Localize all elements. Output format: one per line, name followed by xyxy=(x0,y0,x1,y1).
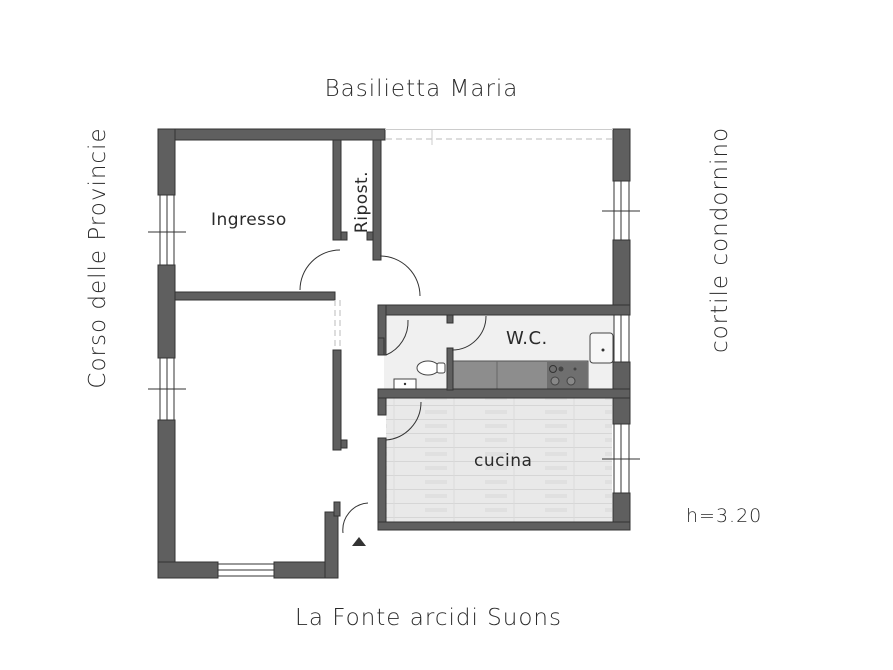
sink-icon xyxy=(589,332,614,364)
room-label-cucina: cucina xyxy=(474,451,533,471)
wall-left-lower xyxy=(157,419,176,579)
wall-wc-top xyxy=(377,304,631,316)
ceiling-height-note: h=3.20 xyxy=(686,505,763,527)
street-label-top: Basilietta Maria xyxy=(324,76,519,102)
entrance-arrow-icon xyxy=(352,537,366,546)
door-ripost xyxy=(379,255,421,297)
room-label-wc: W.C. xyxy=(506,328,548,349)
wall-bottom-left xyxy=(157,561,219,579)
street-label-right: cortile condornino xyxy=(707,126,733,354)
door-ingresso xyxy=(299,249,341,291)
room-label-ingresso: Ingresso xyxy=(211,210,287,230)
street-label-bottom: La Fonte arcidi Suons xyxy=(295,605,562,631)
door-wc-1 xyxy=(385,319,409,356)
door-entrance xyxy=(342,502,369,534)
wall-cucina-bottom xyxy=(377,521,631,531)
wall-wc-bottom xyxy=(377,388,631,399)
cucina-floor xyxy=(386,398,612,522)
toilet-icon xyxy=(416,360,440,376)
door-cucina xyxy=(385,401,422,441)
wall-right-mid xyxy=(612,239,631,316)
wall-ingresso-bottom xyxy=(174,291,336,301)
wall-left-upper xyxy=(157,128,176,196)
wall-top-left xyxy=(157,128,386,141)
street-label-left: Corso delle Provincie xyxy=(85,127,111,389)
wall-right-upper xyxy=(612,128,631,182)
wall-left-mid xyxy=(157,264,176,359)
room-label-ripostiglio: Ripost. xyxy=(352,170,372,234)
door-wc-2 xyxy=(451,315,487,351)
